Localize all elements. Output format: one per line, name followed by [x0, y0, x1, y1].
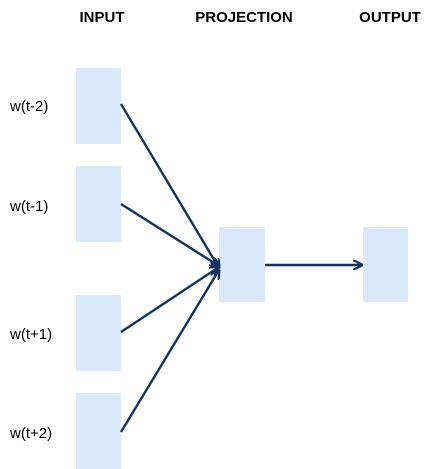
input-box-1: [76, 166, 121, 242]
input-label-3: w(t+2): [9, 425, 52, 442]
input-label-0: w(t-2): [9, 98, 48, 115]
arrow-input-3-to-projection: [119, 270, 219, 433]
arrow-input-2-to-projection: [120, 267, 219, 334]
input-box-3: [76, 393, 121, 469]
output-box: [363, 227, 408, 302]
input-label-1: w(t-1): [9, 198, 48, 215]
header-output: OUTPUT: [359, 9, 421, 26]
arrow-input-0-to-projection: [119, 103, 219, 268]
input-label-2: w(t+1): [9, 326, 52, 343]
header-input: INPUT: [80, 9, 125, 26]
input-box-2: [76, 295, 121, 371]
header-projection: PROJECTION: [195, 9, 293, 26]
input-box-0: [76, 68, 121, 144]
projection-box: [219, 227, 265, 302]
arrow-input-1-to-projection: [120, 202, 219, 266]
